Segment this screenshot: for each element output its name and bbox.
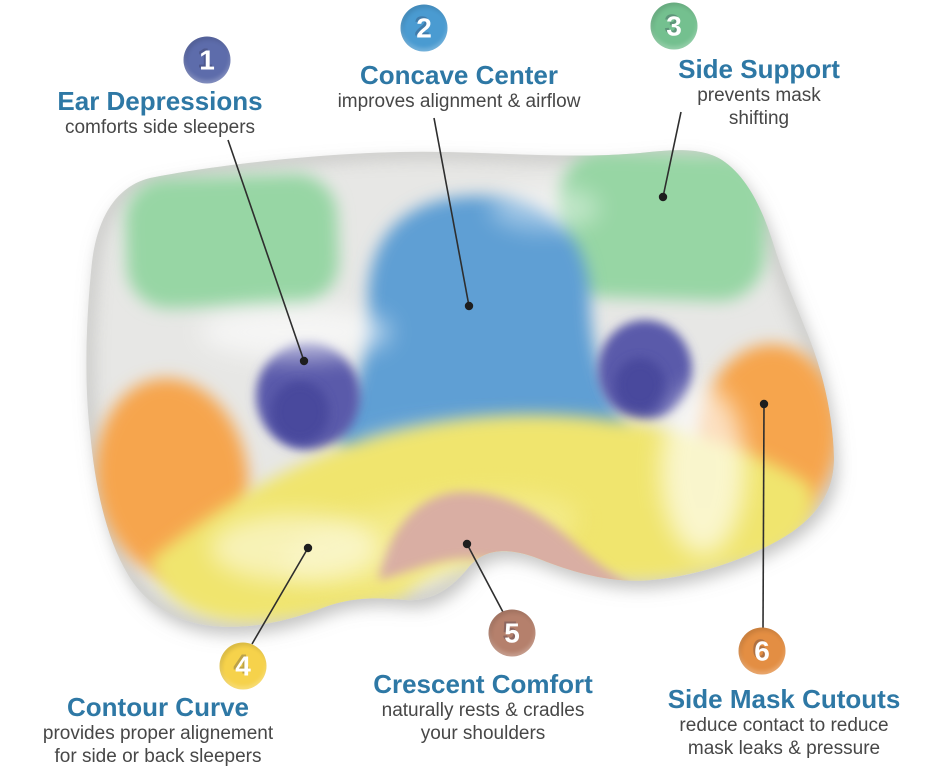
feature-3-badge: 3 — [650, 2, 698, 50]
callout-anchor-dots — [299, 192, 769, 553]
zone-concave-center — [336, 196, 627, 467]
pillow-top-highlight — [490, 186, 600, 230]
anchor-dot-1 — [299, 356, 309, 366]
anchor-dot-3 — [658, 192, 668, 202]
feature-3-description: prevents mask shifting — [697, 85, 821, 129]
zone-side-support-left — [125, 173, 339, 309]
zone-crescent-comfort — [378, 491, 635, 593]
feature-1-title: Ear Depressions — [57, 86, 263, 116]
zone-ear-depression-left-core — [271, 381, 329, 443]
pillow-face-highlight-left — [210, 514, 380, 582]
feature-6-label: Side Mask Cutouts reduce contact to redu… — [668, 684, 901, 760]
zone-side-support-right — [557, 150, 767, 302]
anchor-dot-4 — [303, 543, 313, 553]
feature-5-title: Crescent Comfort — [373, 669, 593, 699]
feature-1-badge: 1 — [183, 36, 231, 84]
anchor-dot-6 — [759, 399, 769, 409]
feature-4-label: Contour Curve provides proper alignement… — [43, 692, 273, 768]
feature-2-title: Concave Center — [360, 60, 558, 90]
pillow-zones — [86, 150, 835, 627]
feature-3-label: Side Support prevents mask shifting — [666, 54, 853, 130]
feature-6-description: reduce contact to reduce mask leaks & pr… — [679, 715, 889, 759]
feature-6-badge: 6 — [738, 627, 786, 675]
feature-2-description: improves alignment & airflow — [337, 91, 581, 112]
callout-connectors — [227, 111, 765, 645]
feature-5-description: naturally rests & cradles your shoulders — [381, 700, 585, 744]
pillow-ridge-highlight-left — [200, 306, 390, 358]
feature-4-title: Contour Curve — [67, 692, 249, 722]
feature-5-label: Crescent Comfort naturally rests & cradl… — [373, 669, 593, 745]
connector-line-4 — [251, 547, 309, 645]
feature-1-description: comforts side sleepers — [64, 117, 256, 138]
pillow-edge-shading — [86, 150, 835, 627]
feature-2-badge: 2 — [400, 4, 448, 52]
feature-6-title: Side Mask Cutouts — [667, 684, 901, 714]
pillow-ridge-highlight-right — [661, 385, 745, 555]
feature-2-label: Concave Center improves alignment & airf… — [338, 60, 581, 113]
connector-line-3 — [662, 111, 682, 198]
anchor-dot-5 — [462, 539, 472, 549]
feature-3-title: Side Support — [678, 54, 840, 84]
feature-4-description: provides proper alignement for side or b… — [42, 723, 274, 767]
feature-4-badge: 4 — [219, 642, 267, 690]
connector-line-1 — [227, 139, 305, 362]
feature-5-badge: 5 — [488, 609, 536, 657]
connector-line-6 — [762, 403, 765, 630]
zone-ear-depression-right-core — [615, 358, 665, 412]
connector-line-2 — [433, 117, 470, 307]
connector-line-5 — [466, 543, 505, 615]
anchor-dot-2 — [464, 301, 474, 311]
feature-1-label: Ear Depressions comforts side sleepers — [57, 86, 262, 139]
